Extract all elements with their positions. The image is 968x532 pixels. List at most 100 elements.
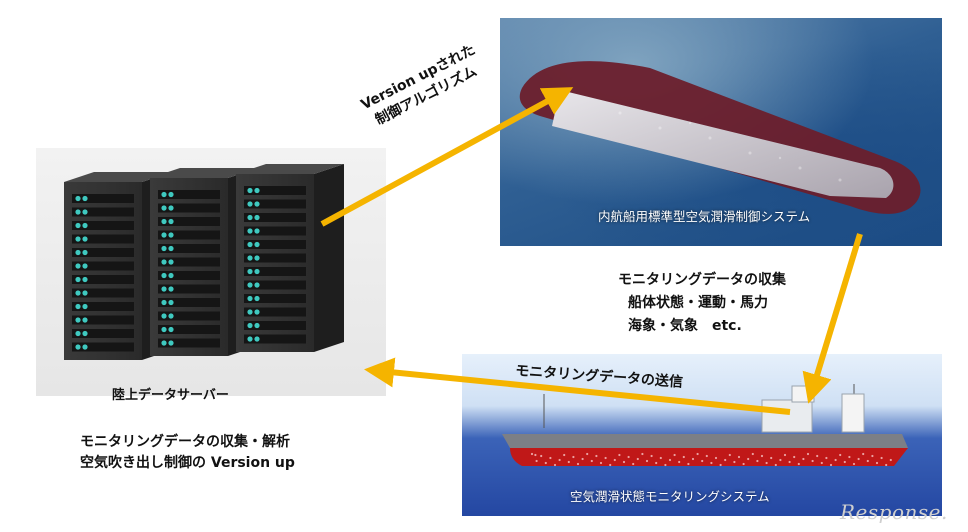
air-bubble bbox=[567, 460, 570, 464]
server-led bbox=[247, 214, 253, 221]
air-bubble bbox=[811, 459, 814, 463]
server-led bbox=[161, 299, 167, 306]
air-bubble bbox=[701, 459, 704, 463]
server-led bbox=[168, 340, 174, 346]
server-slot bbox=[158, 325, 220, 334]
air-bubble bbox=[733, 460, 736, 464]
server-led bbox=[161, 205, 167, 211]
air-bubble bbox=[866, 459, 869, 463]
server-slot bbox=[158, 244, 220, 253]
air-bubble bbox=[871, 454, 874, 458]
air-bubble bbox=[797, 462, 800, 466]
air-bubble bbox=[544, 461, 547, 465]
air-bubble bbox=[816, 454, 819, 458]
air-bubble bbox=[742, 462, 745, 466]
server-slot bbox=[72, 342, 134, 352]
server-slot bbox=[72, 261, 134, 271]
server-slot bbox=[158, 338, 220, 348]
air-bubble bbox=[673, 453, 676, 457]
air-bubble bbox=[563, 453, 566, 457]
server-slot bbox=[244, 226, 306, 236]
server-led bbox=[168, 205, 174, 211]
server-led bbox=[75, 303, 81, 310]
server-led bbox=[247, 187, 253, 194]
air-bubble bbox=[793, 455, 796, 459]
air-bubble bbox=[834, 458, 837, 462]
air-bubble bbox=[632, 462, 635, 466]
air-bubble bbox=[774, 463, 777, 467]
server-led bbox=[254, 282, 260, 288]
air-bubble bbox=[604, 456, 607, 460]
server-slot bbox=[72, 221, 134, 230]
server-led bbox=[161, 326, 167, 333]
server-rack-top bbox=[150, 168, 258, 178]
server-led bbox=[254, 255, 260, 261]
server-led bbox=[254, 241, 260, 248]
air-bubble bbox=[857, 457, 860, 461]
server-led bbox=[254, 214, 260, 221]
server-led bbox=[247, 255, 253, 261]
server-led bbox=[247, 322, 253, 329]
server-led bbox=[161, 286, 167, 292]
air-bubble bbox=[534, 453, 537, 457]
collection-arrow bbox=[802, 233, 863, 404]
server-led bbox=[254, 201, 260, 207]
server-led bbox=[75, 330, 81, 337]
server-slot bbox=[72, 315, 134, 325]
air-bubble bbox=[645, 459, 649, 463]
collection-line-1: モニタリングデータの収集 bbox=[618, 272, 786, 288]
air-bubble bbox=[691, 457, 695, 461]
server-slot bbox=[244, 280, 306, 290]
server-led bbox=[161, 272, 167, 279]
server-led bbox=[247, 201, 253, 207]
server-led bbox=[75, 209, 81, 215]
top-panel-hull-image: 内航船用標準型空気潤滑制御システム bbox=[500, 18, 942, 246]
air-bubble bbox=[599, 461, 603, 465]
server-led bbox=[168, 259, 174, 265]
air-bubble bbox=[751, 452, 754, 456]
air-bubble bbox=[714, 456, 718, 460]
server-led bbox=[75, 344, 81, 350]
air-bubble bbox=[540, 454, 543, 458]
collection-line-3: 海象・気象 etc. bbox=[628, 318, 742, 334]
server-slot bbox=[244, 307, 306, 317]
server-led bbox=[75, 317, 81, 323]
server-led bbox=[75, 195, 81, 202]
top-panel-caption: 内航船用標準型空気潤滑制御システム bbox=[598, 209, 811, 224]
server-led bbox=[161, 340, 167, 346]
server-slot bbox=[158, 257, 220, 267]
air-bubble bbox=[641, 452, 644, 456]
server-racks-illustration bbox=[64, 164, 344, 360]
server-led bbox=[161, 191, 167, 198]
server-led bbox=[168, 272, 174, 279]
server-slot bbox=[158, 311, 220, 321]
server-slot bbox=[244, 199, 306, 209]
server-slot bbox=[244, 294, 306, 303]
server-rack-side bbox=[314, 164, 344, 352]
air-bubble bbox=[622, 460, 626, 464]
server-slot bbox=[72, 248, 134, 257]
air-bubble bbox=[820, 461, 823, 465]
air-bubble bbox=[609, 463, 612, 467]
server-slot bbox=[244, 267, 306, 276]
server-led bbox=[247, 336, 253, 342]
server-led bbox=[75, 263, 81, 269]
air-bubble bbox=[719, 463, 722, 467]
air-bubble bbox=[825, 456, 828, 460]
air-bubble bbox=[765, 461, 768, 465]
server-led bbox=[82, 209, 88, 215]
server-slot bbox=[158, 217, 220, 226]
server-slot bbox=[158, 190, 220, 199]
server-led bbox=[168, 245, 174, 252]
server-slot bbox=[244, 186, 306, 195]
server-slot bbox=[158, 230, 220, 240]
server-led bbox=[82, 195, 88, 202]
server-led bbox=[75, 290, 81, 296]
ship-hull-underside-illustration bbox=[519, 61, 921, 214]
server-led bbox=[254, 187, 260, 194]
collection-line-2: 船体状態・運動・馬力 bbox=[628, 295, 768, 311]
server-led bbox=[161, 218, 167, 225]
air-bubble bbox=[553, 463, 557, 467]
server-rack-top bbox=[64, 172, 172, 182]
air-bubble bbox=[655, 461, 658, 465]
